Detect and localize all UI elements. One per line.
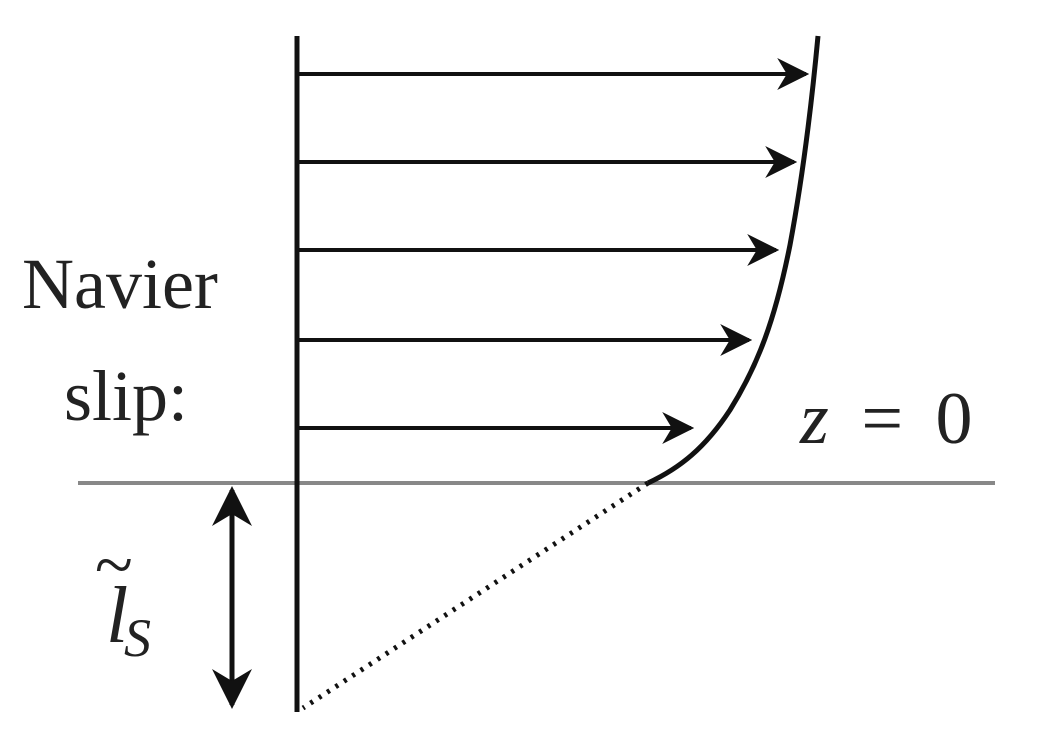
boundary-value: 0 <box>936 378 973 460</box>
navier-label: Navier <box>22 244 218 324</box>
velocity-profile-curve <box>646 35 821 486</box>
slip-length-symbol: l <box>106 572 128 660</box>
slip-label: slip: <box>64 356 188 436</box>
boundary-equation: z = 0 <box>799 378 973 460</box>
boundary-variable: z <box>799 378 829 460</box>
slip-extrapolation-line <box>301 480 650 711</box>
boundary-equals: = <box>861 378 903 460</box>
slip-length-subscript: S <box>124 608 151 668</box>
slip-length-accent: ~ <box>94 527 132 604</box>
